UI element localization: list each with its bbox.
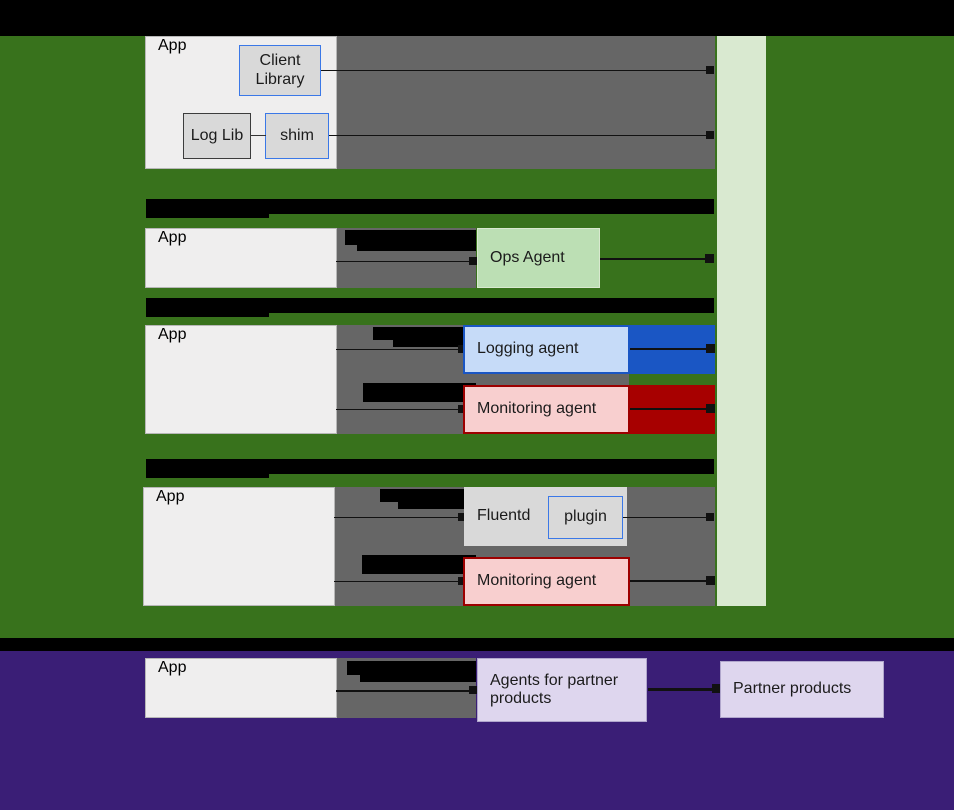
arrowhead-plugin-out [706, 513, 714, 521]
log-lib-label: Log Lib [190, 126, 244, 144]
connector-loglib-shim [251, 135, 266, 136]
arrowhead-shim-out [706, 131, 714, 139]
row5-app-label: App [158, 659, 187, 676]
redaction-row-4-link-a-tail [398, 489, 476, 509]
row4-app-label: App [156, 488, 185, 505]
row1-transport-band [336, 36, 715, 169]
connector-logging-agent-out [630, 348, 710, 350]
arrowhead-row3-monitoring [458, 405, 466, 413]
redaction-row-3-link-a-tail [393, 327, 476, 347]
ops-agent-label: Ops Agent [490, 248, 565, 266]
client-library-label: Client Library [255, 52, 305, 88]
redaction-row-5-heading [146, 638, 269, 651]
row5-app-box: App [145, 658, 337, 718]
connector-partner-agents-out [648, 688, 716, 691]
connector-row5-app-out [336, 690, 473, 692]
monitoring-agent-label: Monitoring agent [477, 400, 597, 418]
redaction-top-banner [0, 0, 954, 36]
arrowhead-partner-agents-out [712, 684, 721, 693]
arrowhead-row5-app-out [469, 686, 477, 694]
connector-monitoring-agent-out [630, 408, 710, 410]
redaction-row-3-link-b [363, 383, 476, 402]
client-library-box[interactable]: Client Library [239, 45, 321, 96]
connector-row4-fluentd [334, 517, 461, 518]
arrowhead-row2-app-out [469, 257, 477, 265]
connector-row4-monitoring [334, 581, 461, 582]
plugin-box[interactable]: plugin [548, 496, 623, 539]
arrowhead-row3-logging [458, 345, 466, 353]
connector-monitoring-agent-2-out [630, 580, 710, 582]
connector-client-library-out [321, 70, 709, 71]
redaction-bottom-banner [0, 638, 954, 651]
redaction-row-2-heading-tail [146, 199, 714, 214]
arrowhead-client-library-out [706, 66, 714, 74]
shim-label: shim [280, 126, 314, 144]
connector-row2-app-out [336, 261, 473, 262]
redaction-row-5-link-tail [360, 661, 476, 682]
agents-for-partner-products-label: Agents for partner products [490, 671, 619, 707]
shim-box[interactable]: shim [265, 113, 329, 159]
redaction-row-3-heading-tail [146, 298, 714, 313]
redaction-row-4-heading-tail [146, 459, 714, 474]
arrowhead-row4-monitoring [458, 577, 466, 585]
connector-row3-logging [336, 349, 461, 350]
ops-agent-box[interactable]: Ops Agent [477, 228, 600, 288]
row2-app-label: App [158, 229, 187, 246]
connector-shim-out [329, 135, 709, 136]
connector-plugin-out [623, 517, 710, 518]
row3-app-box: App [145, 325, 337, 434]
arrowhead-monitoring-agent-2-out [706, 576, 715, 585]
arrowhead-ops-agent-out [705, 254, 714, 263]
partner-products-box[interactable]: Partner products [720, 661, 884, 718]
row3-app-label: App [158, 326, 187, 343]
connector-ops-agent-out [600, 258, 710, 260]
partner-products-label: Partner products [733, 680, 852, 698]
log-lib-box[interactable]: Log Lib [183, 113, 251, 159]
plugin-label: plugin [564, 508, 607, 526]
monitoring-agent-label-2: Monitoring agent [477, 572, 597, 590]
monitoring-agent-box-2[interactable]: Monitoring agent [463, 557, 630, 606]
redaction-row-2-link-tail [357, 230, 476, 251]
agents-for-partner-products-box[interactable]: Agents for partner products [477, 658, 647, 722]
arrowhead-logging-agent-out [706, 344, 715, 353]
logging-agent-box[interactable]: Logging agent [463, 325, 630, 374]
arrowhead-monitoring-agent-out [706, 404, 715, 413]
connector-row3-monitoring [336, 409, 461, 410]
redaction-row-4-link-b [362, 555, 476, 574]
row4-app-box: App [143, 487, 335, 606]
row2-app-box: App [145, 228, 337, 288]
destination-zone-strip [717, 36, 766, 606]
monitoring-agent-box[interactable]: Monitoring agent [463, 385, 630, 434]
logging-agent-label: Logging agent [477, 340, 579, 358]
fluentd-label: Fluentd [477, 507, 531, 525]
arrowhead-row4-fluentd [458, 513, 466, 521]
row1-app-label: App [158, 37, 187, 54]
